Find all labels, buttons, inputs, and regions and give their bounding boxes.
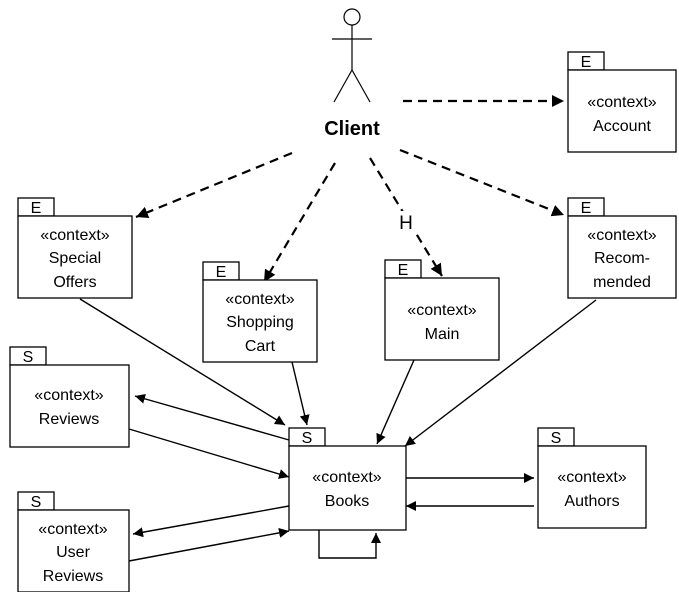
context-account-name: Account <box>593 118 651 135</box>
context-authors-type: S <box>551 430 562 447</box>
context-shopping-cart-type: E <box>216 264 227 281</box>
context-shopping-cart-name-line1: Shopping <box>226 314 294 331</box>
nav-link-client-shopping-cart <box>263 162 336 283</box>
context-user-reviews-name-line1: User <box>56 544 90 561</box>
context-authors-name: Authors <box>564 493 619 510</box>
context-account-type: E <box>581 54 592 71</box>
context-main-name: Main <box>425 326 460 343</box>
context-user-reviews-name-line2: Reviews <box>43 568 103 585</box>
context-reviews-type: S <box>23 349 34 366</box>
link-books-reviews <box>134 393 290 441</box>
nav-link-client-main <box>369 157 443 277</box>
context-special-offers: E «context» Special Offers <box>17 197 133 299</box>
hidden-label-bg <box>396 211 416 231</box>
context-user-reviews-stereotype: «context» <box>38 521 107 538</box>
link-special-offers-books <box>79 298 286 426</box>
link-books-user-reviews <box>132 505 290 538</box>
link-user-reviews-books <box>128 527 290 562</box>
context-user-reviews-type: S <box>31 494 42 511</box>
context-reviews: S «context» Reviews <box>9 346 130 448</box>
link-shopping-cart-books <box>291 361 310 426</box>
context-shopping-cart: E «context» Shopping Cart <box>202 261 318 363</box>
nav-link-client-special-offers <box>135 151 293 219</box>
link-reviews-books <box>128 428 290 479</box>
context-recommended-type: E <box>581 200 592 217</box>
context-recommended-stereotype: «context» <box>587 227 656 244</box>
context-shopping-cart-name-line2: Cart <box>245 338 276 355</box>
context-recommended-name-line1: Recom- <box>594 250 650 267</box>
nav-link-client-recommended <box>399 148 565 217</box>
context-special-offers-name-line1: Special <box>49 250 101 267</box>
context-books: S «context» Books <box>288 427 407 531</box>
context-authors-stereotype: «context» <box>557 469 626 486</box>
context-user-reviews: S «context» User Reviews <box>17 491 130 592</box>
context-recommended: E «context» Recom- mended <box>567 197 677 299</box>
context-account: E «context» Account <box>567 51 677 153</box>
context-reviews-stereotype: «context» <box>34 387 103 404</box>
context-special-offers-type: E <box>31 200 42 217</box>
client-actor-icon <box>332 8 372 103</box>
context-books-name: Books <box>325 493 369 510</box>
context-special-offers-stereotype: «context» <box>40 227 109 244</box>
context-main-stereotype: «context» <box>407 302 476 319</box>
context-reviews-name: Reviews <box>39 411 99 428</box>
context-main-type: E <box>398 262 409 279</box>
context-recommended-name-line2: mended <box>593 274 651 291</box>
context-books-type: S <box>302 430 313 447</box>
context-books-stereotype: «context» <box>312 469 381 486</box>
context-special-offers-name-line2: Offers <box>53 274 96 291</box>
link-recommended-books <box>404 299 597 447</box>
context-main: E «context» Main <box>384 259 500 361</box>
context-authors: S «context» Authors <box>537 427 647 529</box>
hidden-link-label: H <box>399 213 413 234</box>
link-books-self <box>318 530 381 559</box>
link-main-books <box>376 359 415 445</box>
context-shopping-cart-stereotype: «context» <box>225 291 294 308</box>
context-account-stereotype: «context» <box>587 94 656 111</box>
client-label: Client <box>324 118 380 140</box>
